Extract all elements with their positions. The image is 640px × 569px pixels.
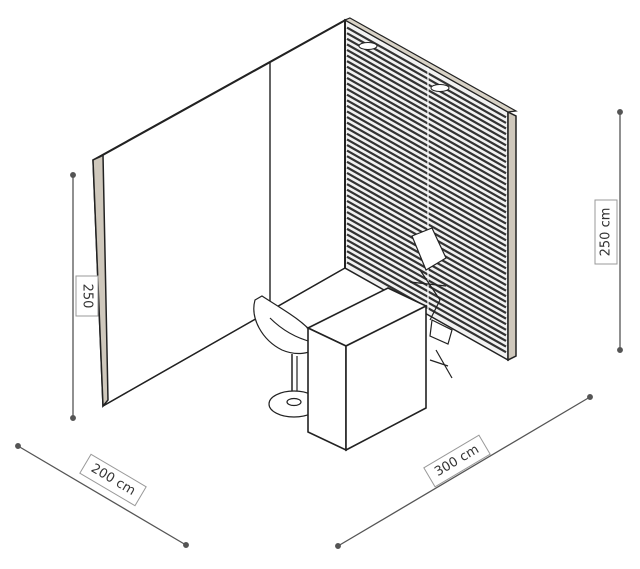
cabinet-side	[345, 304, 427, 452]
slat	[346, 116, 507, 208]
slat	[346, 227, 507, 320]
slat	[346, 99, 507, 191]
slat	[346, 37, 507, 130]
height-left-text: 250	[80, 284, 95, 309]
slat	[346, 250, 507, 342]
slat	[346, 183, 507, 275]
slat	[346, 239, 507, 331]
slat	[346, 93, 507, 186]
slat	[346, 60, 507, 152]
slat	[346, 255, 507, 348]
label-width-left: 200 cm	[79, 453, 147, 507]
width-left-line	[17, 445, 187, 546]
slat	[346, 110, 507, 203]
slat	[346, 82, 507, 175]
slat	[346, 160, 507, 253]
floor-edge	[102, 267, 346, 407]
slat	[346, 177, 507, 270]
dimension-lines	[15, 109, 623, 549]
slat	[346, 171, 507, 264]
slat	[346, 138, 507, 231]
slat	[346, 149, 507, 242]
right-wall-slats	[346, 26, 507, 354]
ceiling-light-2	[430, 84, 450, 92]
wall-lamp	[409, 227, 453, 379]
ceiling-light-1	[358, 42, 378, 50]
cabinet-front	[307, 326, 347, 452]
slat	[346, 65, 507, 158]
slat	[346, 43, 507, 136]
slat	[346, 71, 507, 164]
slat	[346, 48, 507, 141]
label-height-left: 250	[75, 275, 99, 317]
slat	[346, 144, 507, 236]
label-height-right: 250 cm	[594, 199, 618, 265]
left-wall	[92, 17, 351, 408]
right-wall-top-rail	[343, 17, 518, 113]
width-right-line	[337, 396, 591, 547]
slat	[346, 26, 507, 119]
slat	[346, 54, 507, 147]
slat	[346, 166, 507, 259]
slat	[346, 121, 507, 214]
slat	[346, 104, 507, 197]
slat	[346, 127, 507, 219]
slat	[346, 88, 507, 180]
slat	[346, 132, 507, 225]
slat	[346, 76, 507, 169]
cabinet	[306, 287, 428, 452]
right-wall-end-frame	[507, 110, 517, 362]
label-width-right: 300 cm	[423, 434, 491, 488]
right-wall	[343, 17, 518, 379]
slat	[346, 244, 507, 337]
height-right-text: 250 cm	[599, 208, 614, 257]
slat	[346, 155, 507, 247]
